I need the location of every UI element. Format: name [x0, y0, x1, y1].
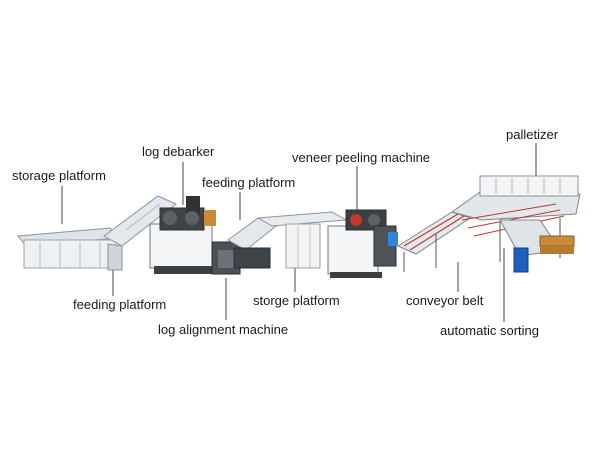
feeding-platform-second [227, 217, 277, 269]
label-palletizer: palletizer [506, 127, 559, 142]
log-debarker-machine [149, 196, 216, 274]
label-storage-platform: storage platform [12, 168, 106, 183]
sorting-and-palletizer-machine [450, 175, 581, 273]
label-storge-platform: storge platform [253, 293, 340, 308]
storage-platform-machine [17, 227, 119, 269]
log-alignment-machine [211, 241, 241, 275]
conveyor-belt-machine [396, 211, 472, 272]
label-log-alignment-machine: log alignment machine [158, 322, 289, 337]
label-feeding-platform-bottom: feeding platform [73, 297, 167, 312]
label-veneer-peeling-machine: veneer peeling machine [292, 150, 431, 165]
label-conveyor-belt: conveyor belt [406, 293, 484, 308]
veneer-peeling-machine [327, 209, 398, 278]
label-automatic-sorting: automatic sorting [440, 323, 539, 338]
label-feeding-platform-top: feeding platform [202, 175, 296, 190]
label-log-debarker: log debarker [142, 144, 215, 159]
feeding-platform-incline [103, 195, 177, 271]
storge-platform-machine [256, 211, 348, 269]
